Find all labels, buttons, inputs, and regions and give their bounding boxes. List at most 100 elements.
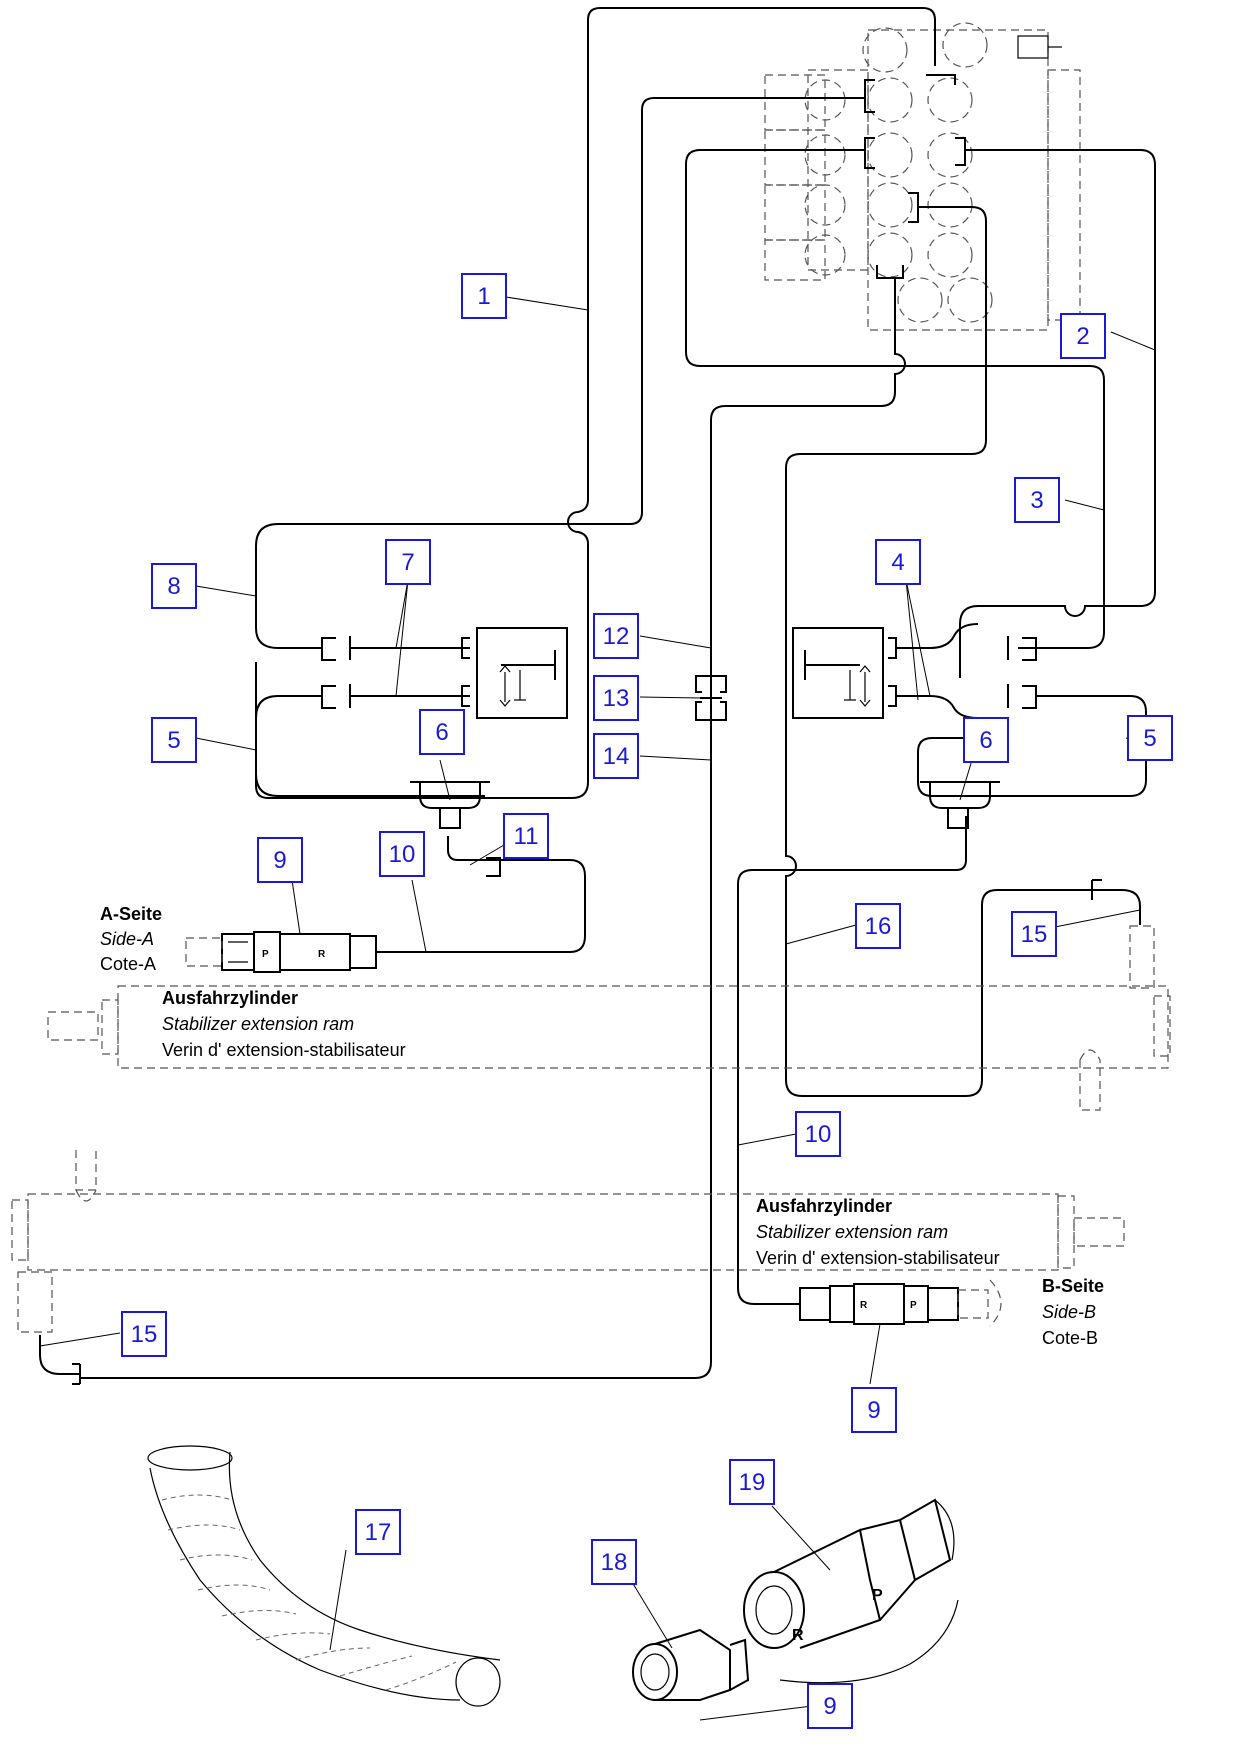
callout-c5r: 5 <box>1127 715 1173 761</box>
side-b-de: B-Seite <box>1042 1276 1104 1296</box>
callout-c18: 18 <box>591 1539 637 1585</box>
callout-box <box>963 717 1009 763</box>
callout-number: 10 <box>805 1121 832 1148</box>
callout-c16: 16 <box>855 903 901 949</box>
check-valve-left: P R <box>185 931 377 973</box>
hose-lines <box>39 7 1156 1379</box>
callout-box <box>729 1459 775 1505</box>
ram-upper-de: Ausfahrzylinder <box>162 988 298 1008</box>
callout-box <box>121 1311 167 1357</box>
callout-number: 19 <box>739 1469 766 1496</box>
side-b-fr: Cote-B <box>1042 1328 1098 1348</box>
ram-lower-label: Ausfahrzylinder Stabilizer extension ram… <box>756 1196 1000 1268</box>
ram-upper-label: Ausfahrzylinder Stabilizer extension ram… <box>162 988 406 1060</box>
callout-box <box>875 539 921 585</box>
callout-c15l: 15 <box>121 1311 167 1357</box>
callout-number: 12 <box>603 623 630 650</box>
callout-box <box>1014 477 1060 523</box>
callout-c1: 1 <box>461 273 507 319</box>
extension-ram-lower <box>11 1150 1125 1333</box>
callout-number: 8 <box>167 573 180 600</box>
callout-box <box>855 903 901 949</box>
callout-box <box>1060 313 1106 359</box>
callout-c11: 11 <box>503 813 549 859</box>
protective-hose-sleeve <box>147 1445 501 1707</box>
callout-c10r: 10 <box>795 1111 841 1157</box>
extension-ram-upper <box>47 925 1171 1111</box>
callout-c17: 17 <box>355 1509 401 1555</box>
valve-port-brackets <box>864 74 966 279</box>
side-b-en: Side-B <box>1042 1302 1096 1322</box>
callout-number: 7 <box>401 549 414 576</box>
callout-box <box>379 831 425 877</box>
callout-c6l: 6 <box>419 709 465 755</box>
callout-box <box>851 1387 897 1433</box>
callout-c9r: 9 <box>851 1387 897 1433</box>
callout-number: 5 <box>1143 725 1156 752</box>
callout-c15r: 15 <box>1011 911 1057 957</box>
callout-number: 5 <box>167 727 180 754</box>
callout-number: 11 <box>514 823 539 850</box>
fittings <box>72 636 1102 1385</box>
callout-box <box>1127 715 1173 761</box>
callout-c12: 12 <box>593 613 639 659</box>
lock-valve-right <box>792 627 897 719</box>
callout-box <box>461 273 507 319</box>
callout-box <box>591 1539 637 1585</box>
fitting-19: R P <box>743 1498 959 1684</box>
callout-box <box>419 709 465 755</box>
callout-number: 9 <box>823 1693 836 1720</box>
ram-upper-en: Stabilizer extension ram <box>162 1014 354 1034</box>
fitting-letter-p: P <box>262 949 269 960</box>
callout-c7: 7 <box>385 539 431 585</box>
fitting-letter-r-right: R <box>860 1300 868 1311</box>
callout-box <box>1011 911 1057 957</box>
callout-c4: 4 <box>875 539 921 585</box>
callout-number: 3 <box>1030 487 1043 514</box>
callout-number: 16 <box>865 913 892 940</box>
callout-number: 14 <box>603 743 630 770</box>
lock-valve-left <box>461 627 568 719</box>
side-b-label: B-Seite Side-B Cote-B <box>1042 1276 1104 1348</box>
callout-box <box>151 563 197 609</box>
callout-number: 1 <box>477 283 490 310</box>
callout-number: 13 <box>603 685 630 712</box>
callout-c5l: 5 <box>151 717 197 763</box>
callout-number: 15 <box>1021 921 1048 948</box>
callout-c3: 3 <box>1014 477 1060 523</box>
ram-lower-en: Stabilizer extension ram <box>756 1222 948 1242</box>
callout-box <box>807 1683 853 1729</box>
callout-number: 6 <box>435 719 448 746</box>
callout-number: 4 <box>891 549 904 576</box>
callout-box <box>151 717 197 763</box>
ram-lower-de: Ausfahrzylinder <box>756 1196 892 1216</box>
callout-box <box>355 1509 401 1555</box>
callout-number: 9 <box>273 847 286 874</box>
callout-c13: 13 <box>593 675 639 721</box>
callout-box <box>503 813 549 859</box>
side-a-de: A-Seite <box>100 904 162 924</box>
side-a-label: A-Seite Side-A Cote-A <box>100 904 162 974</box>
control-valve-block <box>764 22 1081 331</box>
callout-c9b: 9 <box>807 1683 853 1729</box>
check-valve-right: R P <box>799 1279 1002 1327</box>
callout-number: 18 <box>601 1549 628 1576</box>
callout-box <box>257 837 303 883</box>
callout-box <box>593 613 639 659</box>
valve-right-link-lower <box>896 695 979 719</box>
callout-box <box>593 733 639 779</box>
callout-c19: 19 <box>729 1459 775 1505</box>
callout-box <box>795 1111 841 1157</box>
callout-number: 2 <box>1076 323 1089 350</box>
callout-c9l: 9 <box>257 837 303 883</box>
callout-c10l: 10 <box>379 831 425 877</box>
fitting-19-letter-r: R <box>792 1627 804 1644</box>
ram-upper-fr: Verin d' extension-stabilisateur <box>162 1040 406 1060</box>
side-a-fr: Cote-A <box>100 954 156 974</box>
callout-c14: 14 <box>593 733 639 779</box>
valve-right-link-upper <box>896 623 979 649</box>
callout-c8: 8 <box>151 563 197 609</box>
callout-box <box>385 539 431 585</box>
